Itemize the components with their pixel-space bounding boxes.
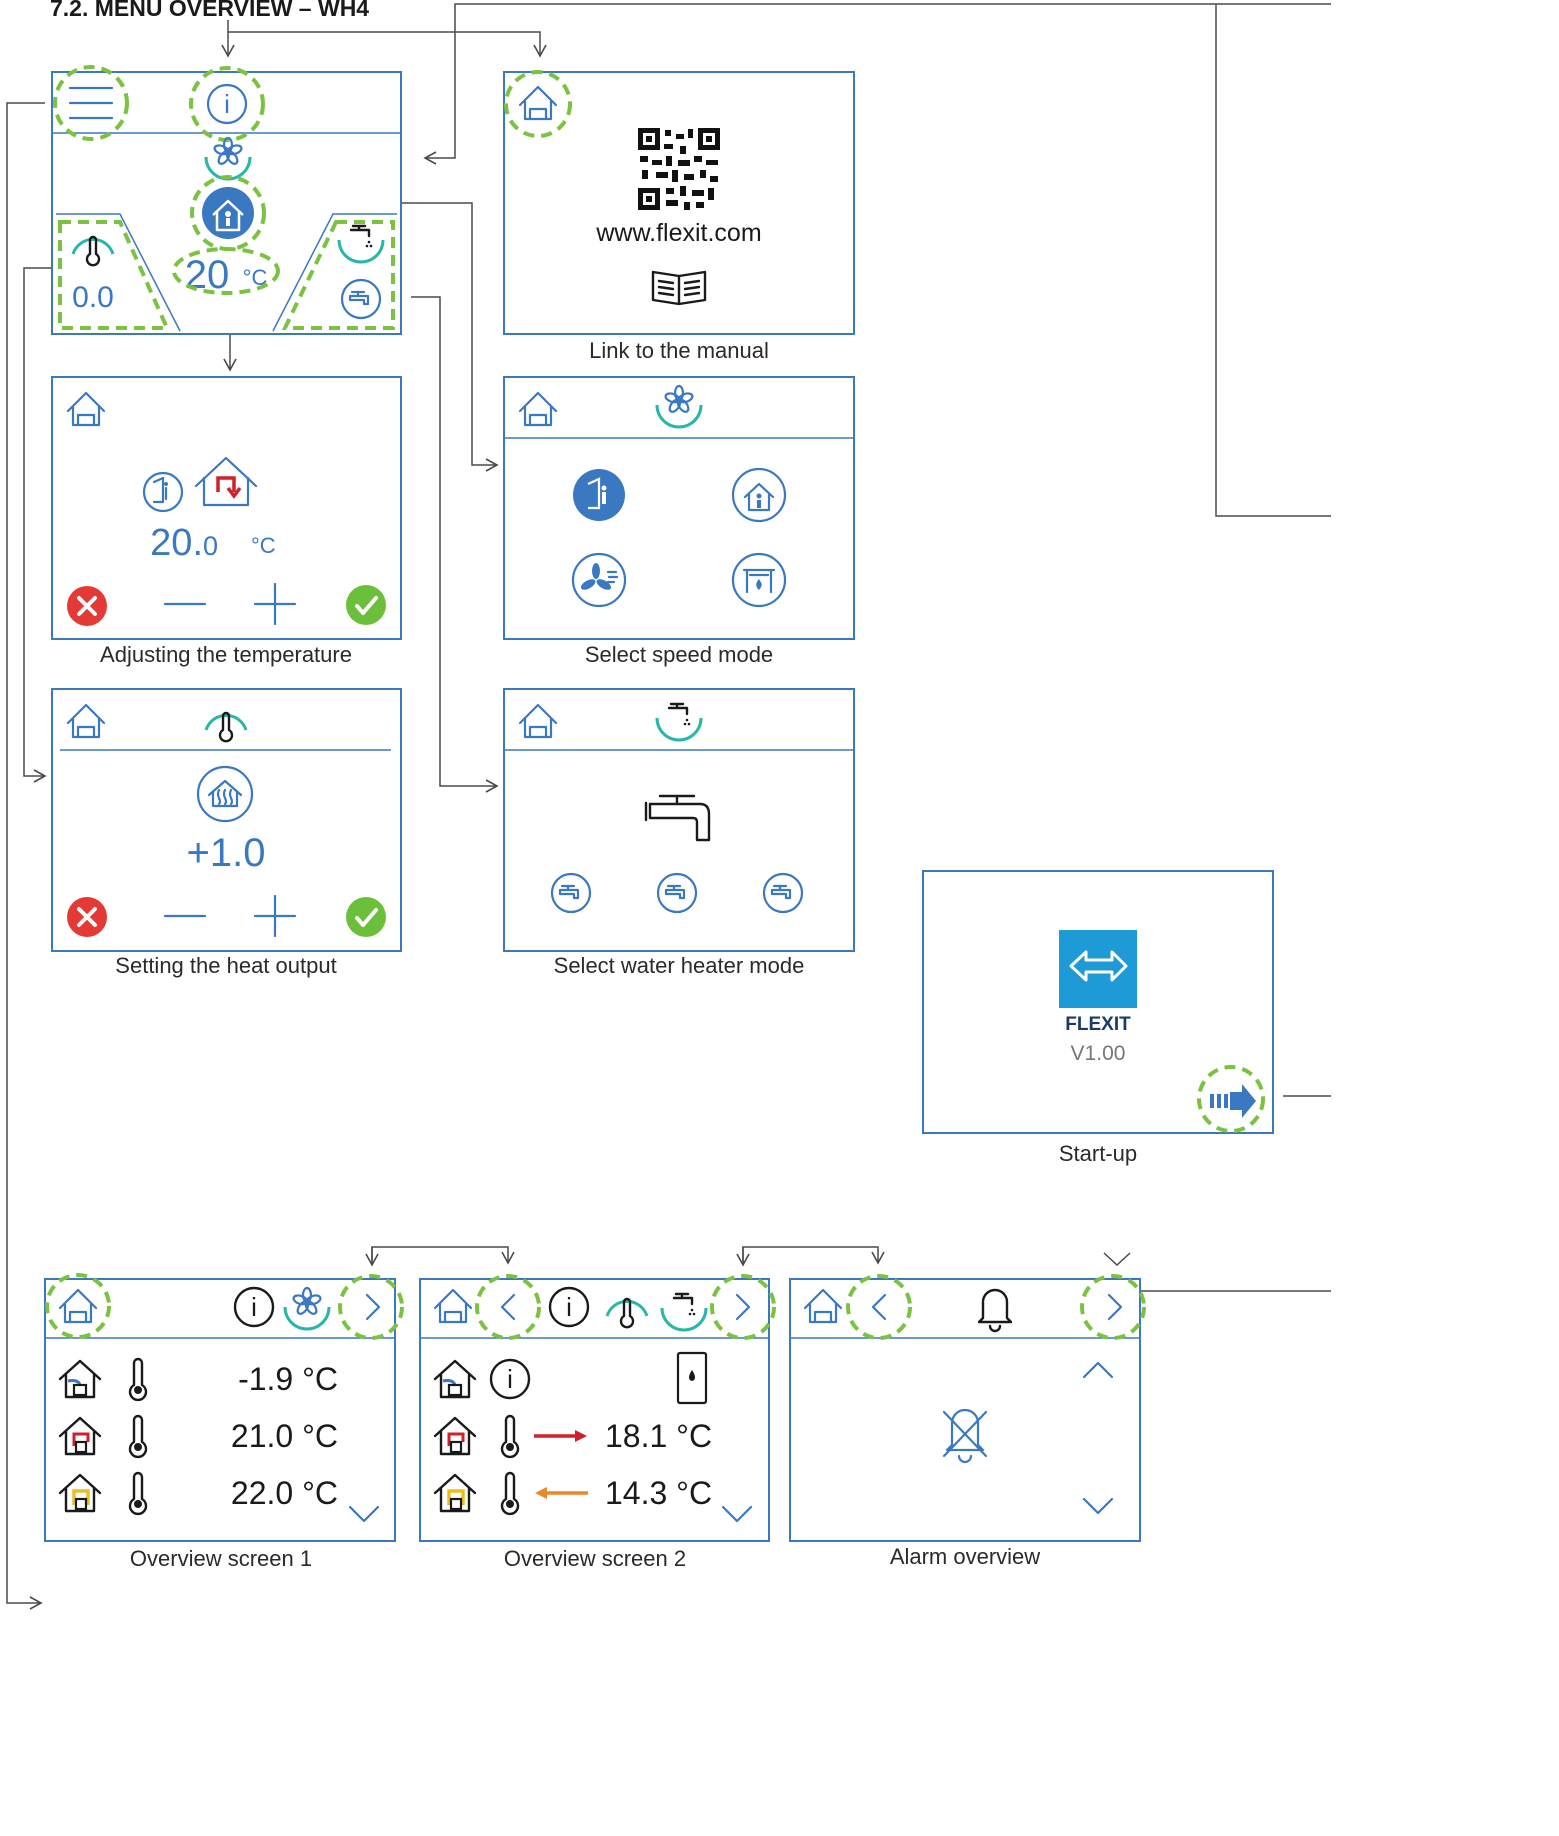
overview1-row-2: 21.0 °C (231, 1418, 338, 1454)
svg-text:i: i (224, 89, 230, 119)
speed-mode-panel (503, 376, 855, 640)
orange-arrow-icon (535, 1487, 588, 1499)
alarm-caption: Alarm overview (890, 1544, 1040, 1569)
manual-caption: Link to the manual (589, 338, 769, 363)
confirm-icon[interactable] (344, 583, 388, 627)
overview2-row-1: 18.1 °C (605, 1418, 712, 1454)
overview-screen-1-panel: -1.9 °C 21.0 °C 22.0 °C (44, 1273, 404, 1542)
bell-icon (977, 1288, 1013, 1333)
adjust-temperature-panel: 20. 0 °C (51, 376, 402, 640)
flexit-logo (1059, 930, 1137, 1008)
home-icon[interactable] (433, 1288, 473, 1324)
startup-version: V1.00 (1071, 1042, 1126, 1065)
menu-icon[interactable] (68, 86, 114, 120)
adjust-value-decimal: 0 (203, 531, 218, 561)
speed-mode-caption: Select speed mode (585, 642, 773, 667)
home-icon[interactable] (518, 703, 558, 739)
page-heading: 7.2. MENU OVERVIEW – WH4 (50, 0, 369, 21)
alarm-muted-icon (942, 1408, 988, 1464)
cancel-icon[interactable] (65, 895, 109, 939)
home-icon[interactable] (518, 391, 558, 427)
overview1-row-1: -1.9 °C (238, 1361, 338, 1397)
home-icon[interactable] (58, 1288, 98, 1324)
manual-book-icon[interactable] (651, 270, 707, 306)
next-arrow-icon[interactable] (1210, 1084, 1256, 1118)
menu-highlight (53, 65, 129, 141)
boost-fan-icon[interactable] (571, 552, 627, 608)
outdoor-air-icon (58, 1359, 102, 1399)
water-heater-caption: Select water heater mode (554, 953, 805, 978)
info-highlight (189, 66, 265, 142)
temperature-highlight (172, 247, 280, 295)
supply-air-icon (433, 1416, 477, 1456)
extract-air-icon (58, 1473, 102, 1513)
water-tank-icon (676, 1351, 708, 1405)
adjust-unit: °C (251, 533, 276, 558)
overview-screen-2-panel: 18.1 °C 14.3 °C (419, 1274, 776, 1542)
overview2-row-2: 14.3 °C (605, 1475, 712, 1511)
home-icon[interactable] (66, 703, 106, 739)
away-icon (142, 471, 184, 513)
home-heat-offset: 0.0 (72, 281, 114, 314)
outdoor-air-icon (433, 1359, 477, 1399)
fireplace-icon[interactable] (731, 552, 787, 608)
startup-caption: Start-up (1059, 1141, 1137, 1166)
heat-output-value: +1.0 (187, 831, 266, 875)
cancel-icon[interactable] (65, 584, 109, 628)
startup-panel: FLEXIT V1.00 (922, 870, 1274, 1134)
info-icon[interactable]: i (206, 83, 248, 125)
qr-code-icon[interactable] (638, 128, 720, 210)
manual-url[interactable]: www.flexit.com (595, 219, 761, 247)
overview1-caption: Overview screen 1 (130, 1546, 312, 1571)
heat-output-panel: +1.0 (51, 688, 402, 952)
heat-output-caption: Setting the heat output (115, 953, 336, 978)
home-icon[interactable] (518, 85, 558, 121)
startup-brand: FLEXIT (1065, 1014, 1131, 1035)
extract-air-icon (433, 1473, 477, 1513)
adjust-value-main: 20. (150, 522, 203, 564)
home-screen-panel: i 20 °C 0.0 (51, 65, 402, 335)
manual-panel: www.flexit.com (503, 70, 855, 335)
overview1-row-3: 22.0 °C (231, 1475, 338, 1511)
heater-icon (196, 765, 254, 823)
home-mode-button[interactable] (202, 187, 254, 239)
alarm-overview-panel (789, 1274, 1146, 1542)
home-icon[interactable] (803, 1288, 843, 1324)
indoor-house-icon (194, 456, 258, 507)
away-mode-button[interactable] (573, 469, 625, 521)
red-arrow-icon (534, 1430, 587, 1442)
home-icon[interactable] (66, 391, 106, 427)
supply-air-icon (58, 1416, 102, 1456)
water-heater-panel (503, 688, 855, 952)
adjust-temperature-caption: Adjusting the temperature (100, 642, 352, 667)
home-mode-button[interactable] (731, 467, 787, 523)
tap-large-icon (644, 794, 711, 842)
overview2-caption: Overview screen 2 (504, 1546, 686, 1571)
confirm-icon[interactable] (344, 895, 388, 939)
